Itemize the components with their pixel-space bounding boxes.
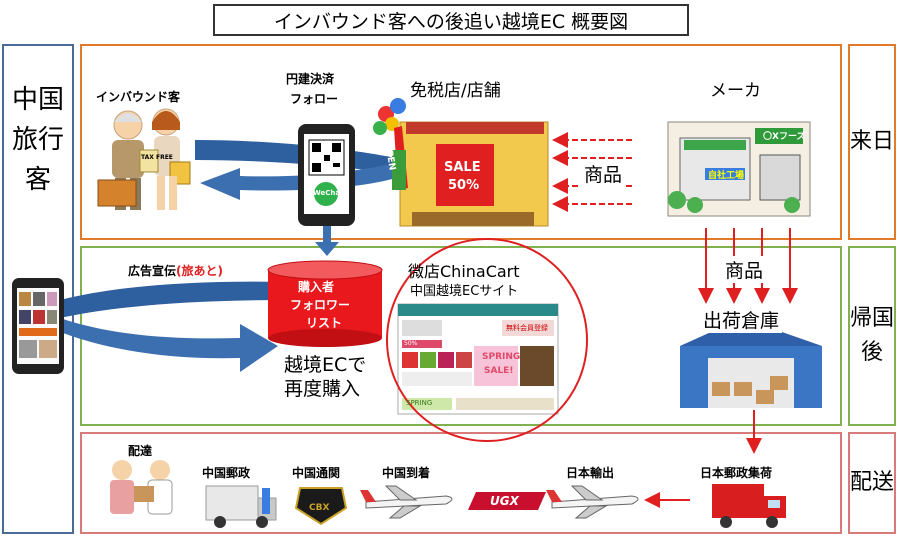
site-banner-spring: SPRING [482, 352, 521, 362]
repurchase-line2: 再度購入 [284, 378, 361, 400]
store-sale-sign: SALE [444, 160, 481, 175]
china-arrival-label: 中国到着 [382, 466, 431, 480]
china-traveler-label: 中国旅行客 [11, 85, 64, 195]
inbound-customer-illustration [97, 108, 191, 210]
inbound-customer-label: インバウンド客 [96, 90, 181, 104]
site-banner-spring-2: SPRING [406, 399, 433, 407]
weidian-subtitle: 中国越境ECサイト [410, 284, 519, 299]
maker-label: メーカ [710, 81, 761, 101]
goods-label-visit: 商品 [580, 160, 627, 187]
tax-free-bag-label: TAX FREE [141, 154, 173, 161]
duty-free-store-illustration [373, 98, 549, 227]
follower-list-line1: 購入者 [298, 280, 335, 294]
section-label-delivery: 配送 [848, 432, 896, 534]
delivery-label: 配達 [128, 444, 153, 458]
customs-badge-text: CBX [309, 503, 330, 513]
japan-post-truck-illustration [712, 484, 786, 528]
china-traveler-column [2, 44, 74, 534]
ad-label-text: 広告宣伝 [128, 264, 177, 278]
ugx-logo-text: UGX [490, 494, 519, 508]
japan-export-label: 日本輸出 [566, 466, 615, 480]
japan-post-pickup-label: 日本郵政集荷 [700, 466, 773, 480]
weidian-title: 微店ChinaCart [408, 262, 520, 281]
china-post-label: 中国郵政 [202, 466, 251, 480]
airplane-japan-export-illustration [546, 485, 639, 519]
ugx-logo-illustration [468, 492, 546, 510]
repurchase-line1: 越境ECで [284, 354, 367, 376]
mobile-ec-phone-illustration [12, 278, 64, 374]
smartphone-qr-illustration [298, 124, 355, 226]
store-label: 免税店/店舗 [410, 81, 501, 101]
payment-label-line2: フォロー [290, 92, 339, 106]
store-sale-percent: 50% [448, 178, 480, 193]
maker-factory-illustration [667, 121, 811, 217]
site-banner-register: 無料会員登録 [506, 324, 548, 332]
site-banner-50: 50% [404, 340, 418, 347]
site-banner-sale: SALE! [484, 366, 514, 376]
ad-label-highlight: (旅あと) [176, 264, 223, 278]
warehouse-label: 出荷倉庫 [700, 306, 783, 333]
wechat-label: WeChat [313, 189, 344, 197]
follower-list-cylinder [267, 260, 383, 347]
section-label-after-return: 帰国後 [848, 246, 896, 426]
page-title: インバウンド客への後追い越境EC 概要図 [213, 4, 689, 36]
weidian-highlight-circle [386, 238, 588, 442]
ad-label: 広告宣伝(旅あと) [128, 262, 223, 279]
china-post-truck-illustration [205, 485, 277, 528]
goods-label-return: 商品 [722, 256, 767, 283]
warehouse-illustration [680, 318, 822, 408]
courier-delivery-illustration [110, 460, 173, 515]
factory-sign: 自社工場 [708, 171, 745, 181]
china-customs-badge-illustration [294, 487, 348, 526]
payment-label-line1: 円建決済 [286, 72, 335, 86]
follower-list-line2: フォロワー [290, 298, 351, 312]
section-label-visit: 来日 [848, 44, 896, 240]
down-arrow-to-list [315, 225, 339, 256]
airplane-china-arrival-illustration [360, 485, 453, 519]
china-customs-label: 中国通関 [292, 466, 341, 480]
factory-name-sign: 〇Xフーズ [763, 132, 806, 142]
return-loop-arrows [55, 281, 290, 372]
visit-band [80, 44, 842, 240]
follower-list-line3: リスト [306, 316, 343, 330]
